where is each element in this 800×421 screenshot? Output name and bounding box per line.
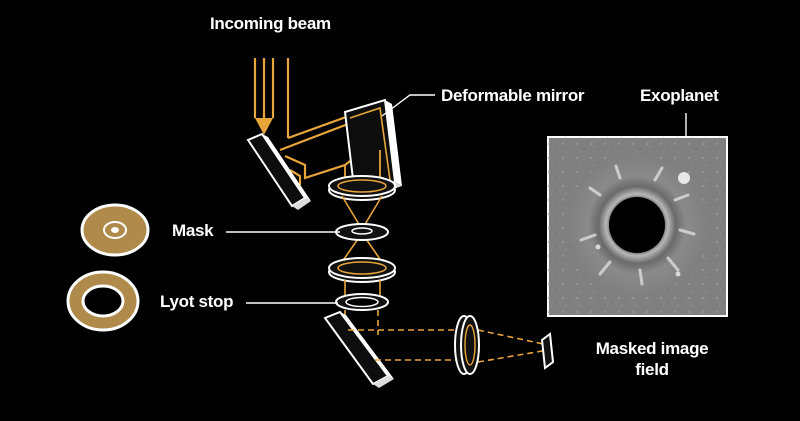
fold-mirror-2 bbox=[323, 310, 394, 388]
incoming-beam-rays bbox=[253, 58, 366, 185]
exoplanet-dot bbox=[678, 172, 690, 184]
mask-label: Mask bbox=[172, 221, 214, 240]
lyot-stop-icon bbox=[66, 270, 140, 332]
mask-element bbox=[335, 223, 389, 241]
mask-icon bbox=[80, 203, 150, 257]
masked-image-field-label-line1: Masked image bbox=[595, 339, 709, 358]
incoming-beam-label: Incoming beam bbox=[210, 14, 331, 33]
deformable-mirror-label: Deformable mirror bbox=[441, 86, 585, 105]
lyot-stop-label: Lyot stop bbox=[160, 292, 234, 311]
masked-image-field-label-line2: field bbox=[635, 360, 669, 379]
beam-to-final-lens bbox=[348, 329, 549, 363]
fold-mirror bbox=[246, 132, 311, 210]
final-lens bbox=[454, 315, 480, 375]
lyot-stop-element bbox=[335, 293, 389, 311]
lens-1 bbox=[328, 175, 396, 201]
masked-image-field-label: Masked image field bbox=[577, 338, 727, 380]
detector bbox=[540, 332, 555, 370]
lens-2 bbox=[328, 257, 396, 283]
masked-image-field bbox=[547, 136, 728, 317]
exoplanet-label: Exoplanet bbox=[640, 86, 719, 105]
